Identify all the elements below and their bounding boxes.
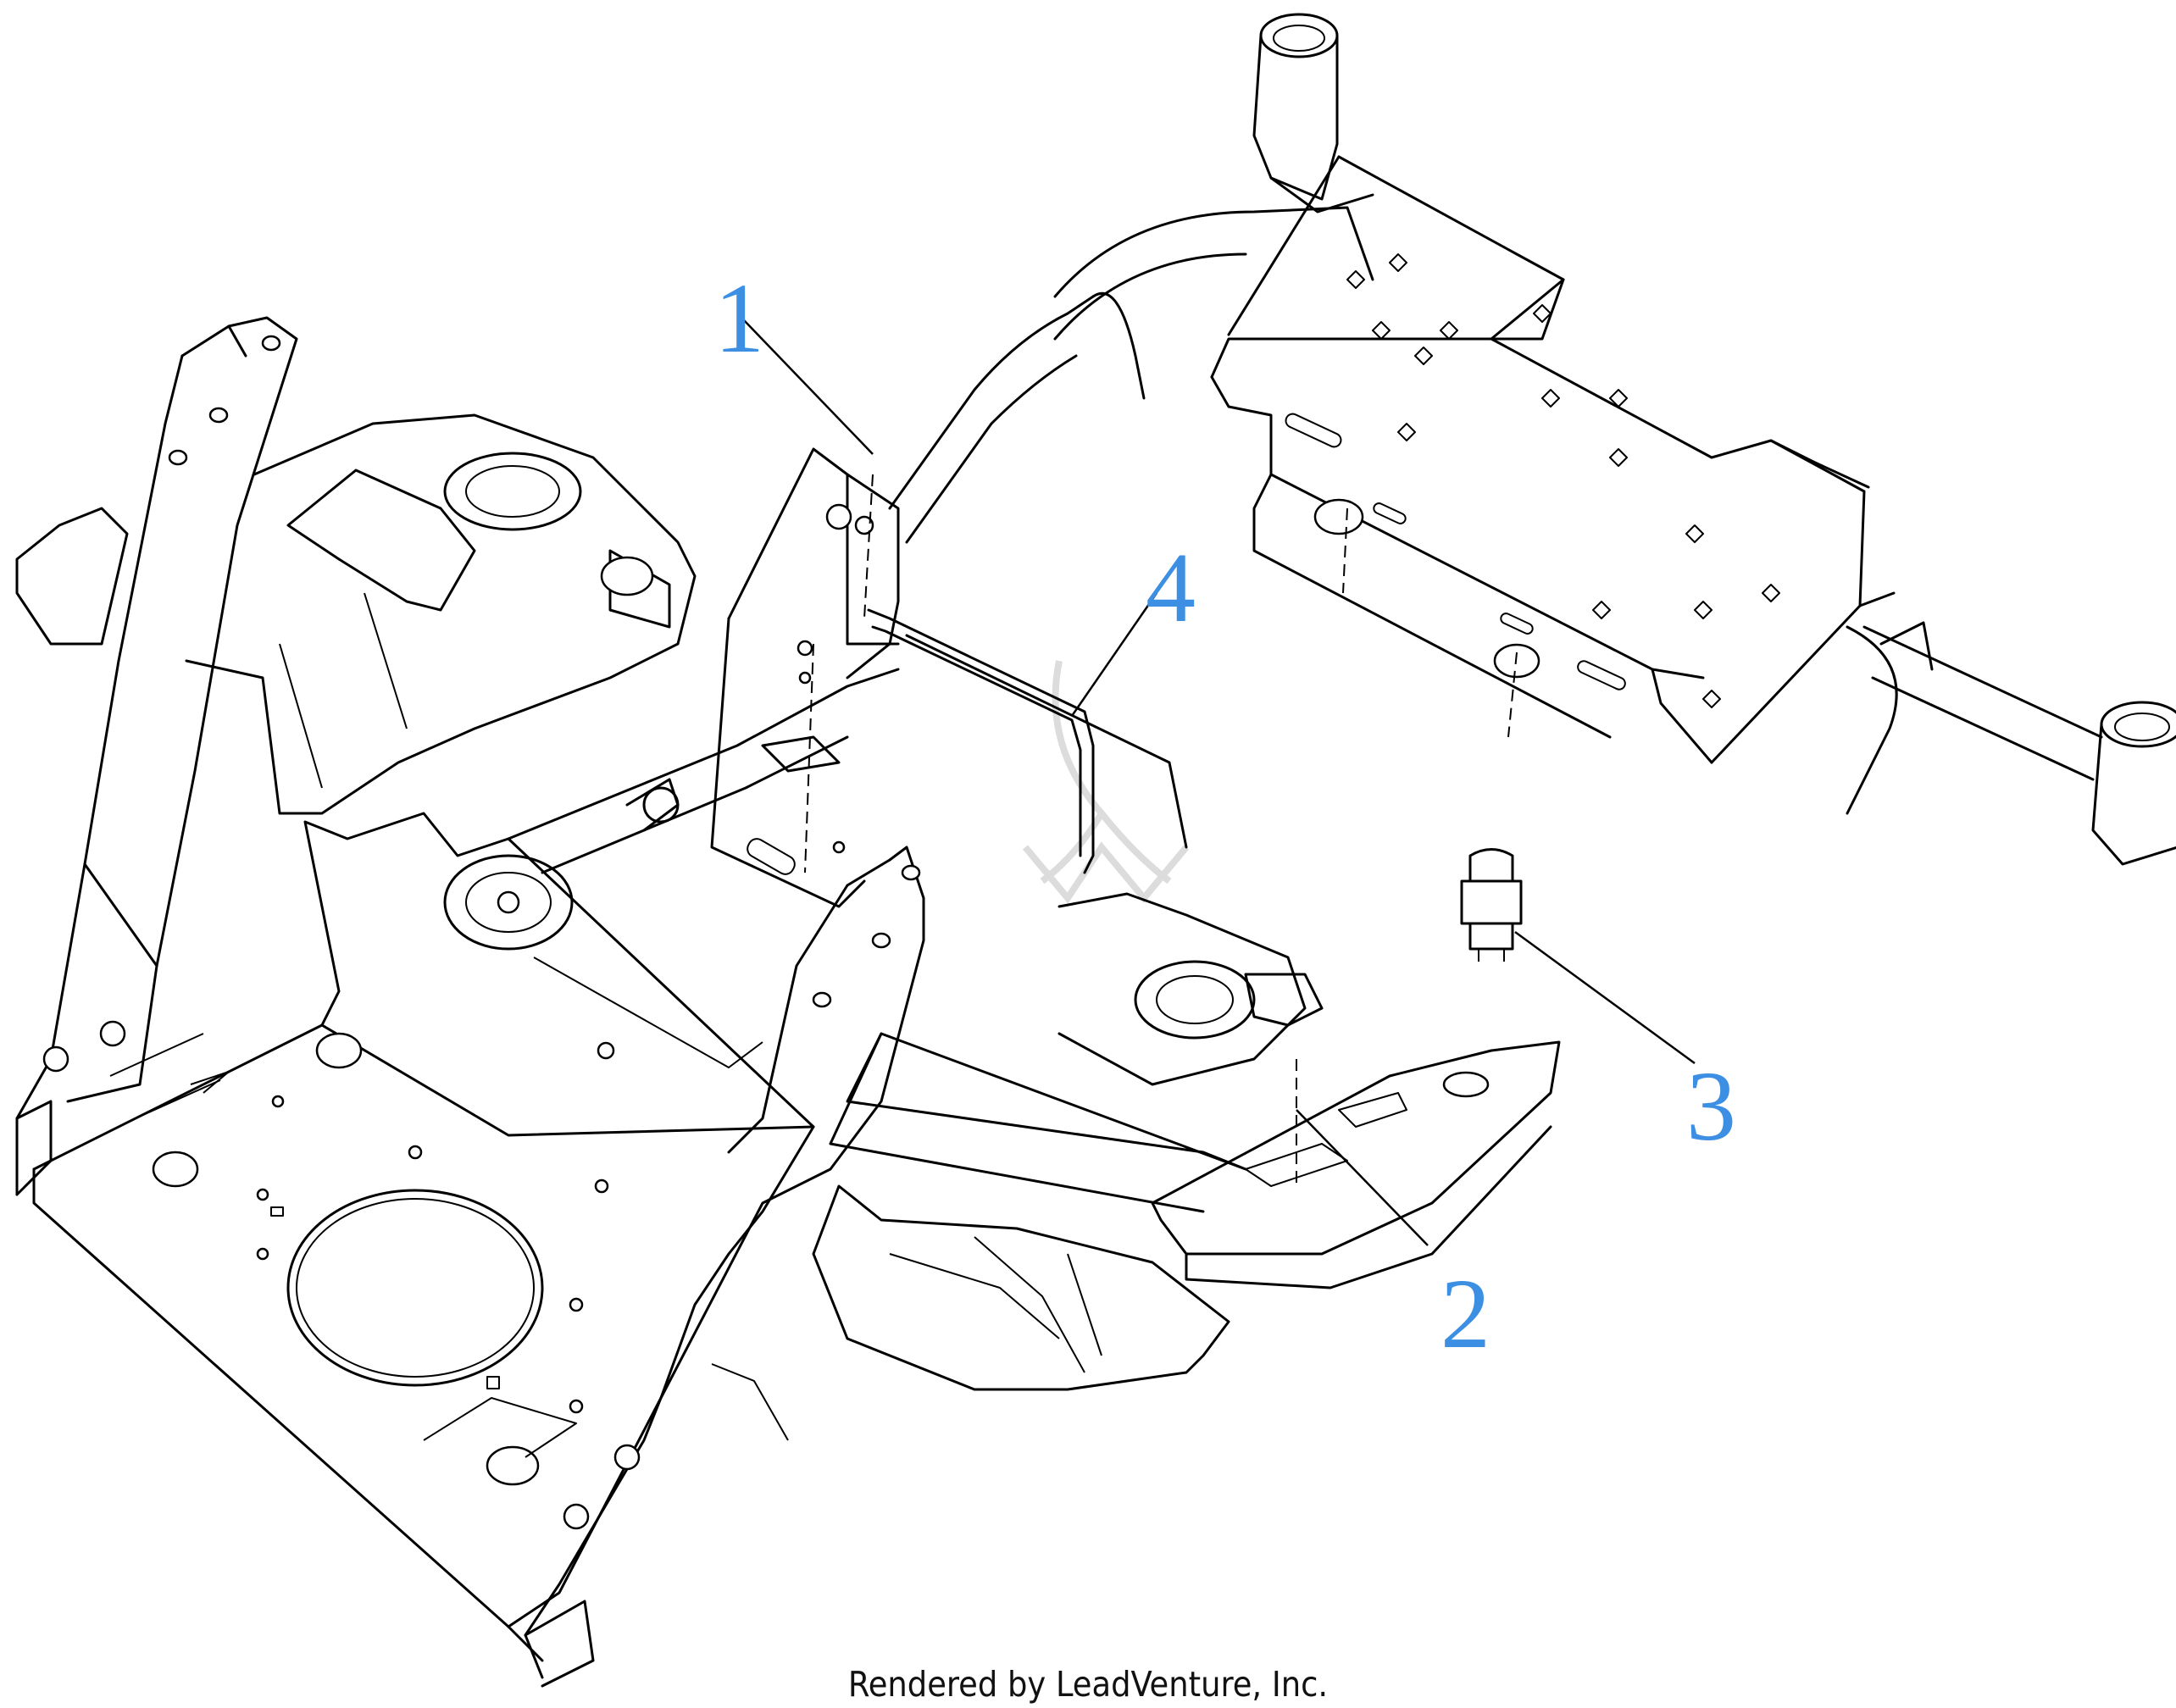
render-credit: Rendered by LeadVenture, Inc.: [847, 1664, 1329, 1705]
right-lap-bar-tower: [524, 846, 925, 1688]
callout-2[interactable]: 2: [1440, 1258, 1490, 1369]
left-lap-bar-tower: [15, 316, 298, 1196]
seat-plate-bolts: [1346, 253, 1780, 708]
lower-frame-deck: [32, 812, 815, 1662]
callout-4[interactable]: 4: [1146, 532, 1196, 643]
leader-lines: [743, 319, 1696, 1246]
front-tray-assembly: [1057, 892, 1561, 1289]
fuel-tank: [15, 413, 697, 815]
center-cross-rail: [443, 668, 900, 1068]
control-bracket-plate: [710, 447, 900, 908]
watermark-logo: [1022, 660, 1190, 904]
rear-frame-tube: [1053, 13, 2176, 866]
seat-mount-plate: [1210, 155, 1896, 764]
wire-harness: [867, 608, 1188, 874]
left-frame-rail: [888, 291, 1146, 544]
lower-tank-body: [812, 1184, 1230, 1391]
pto-switch: [1460, 848, 1523, 962]
callout-1[interactable]: 1: [714, 263, 764, 374]
front-crossbar: [829, 1032, 1247, 1213]
callout-3[interactable]: 3: [1686, 1051, 1736, 1162]
